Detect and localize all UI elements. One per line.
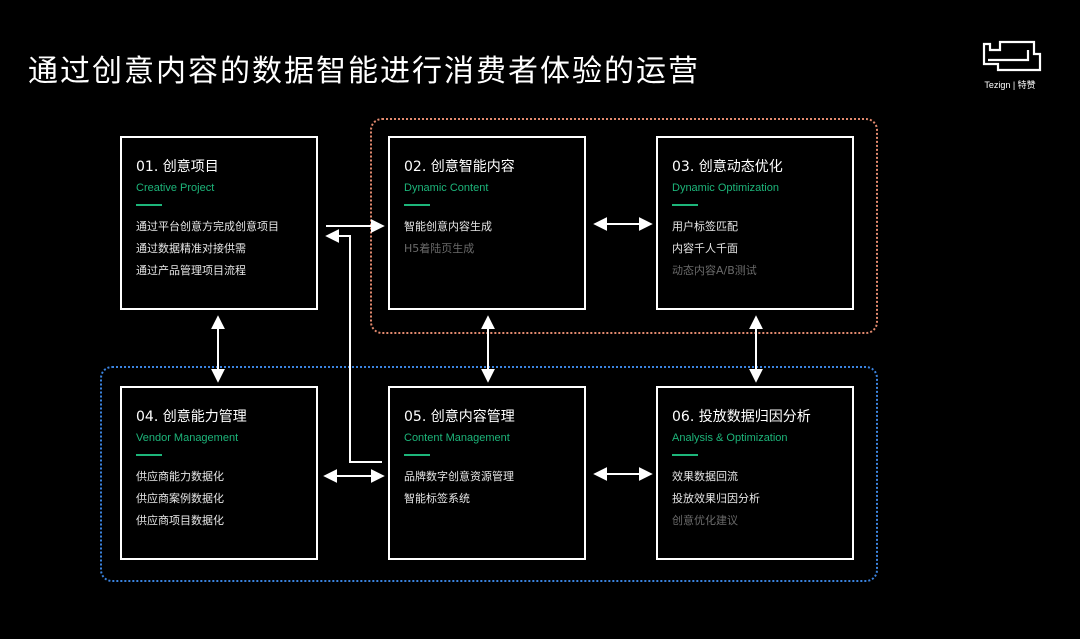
card-item: 效果数据回流: [672, 470, 738, 483]
card-subtitle: Creative Project: [136, 182, 215, 194]
card-divider: [136, 204, 162, 206]
card-dynamic-content: 02. 创意智能内容 Dynamic Content 智能创意内容生成 H5着陆页…: [388, 136, 586, 310]
card-item: 创意优化建议: [672, 514, 738, 527]
card-item: 动态内容A/B测试: [672, 264, 757, 277]
card-subtitle: Vendor Management: [136, 432, 239, 444]
card-item: 供应商能力数据化: [136, 470, 224, 483]
card-item: 通过平台创意方完成创意项目: [136, 220, 279, 233]
card-divider: [672, 204, 698, 206]
tezign-logo: Tezign | 特赞: [978, 40, 1042, 92]
card-title: 04. 创意能力管理: [136, 409, 247, 425]
card-item: 投放效果归因分析: [672, 492, 760, 505]
card-creative-project: 01. 创意项目 Creative Project 通过平台创意方完成创意项目通…: [120, 136, 318, 310]
card-subtitle: Content Management: [404, 432, 510, 444]
card-content-management: 05. 创意内容管理 Content Management 品牌数字创意资源管理…: [388, 386, 586, 560]
card-title: 03. 创意动态优化: [672, 159, 783, 175]
card-title: 05. 创意内容管理: [404, 409, 515, 425]
card-item-list: 品牌数字创意资源管理智能标签系统: [404, 466, 514, 510]
card-item: 通过数据精准对接供需: [136, 242, 246, 255]
card-divider: [672, 454, 698, 456]
card-item: 智能标签系统: [404, 492, 470, 505]
card-item-list: 供应商能力数据化供应商案例数据化供应商项目数据化: [136, 466, 224, 532]
card-subtitle: Analysis & Optimization: [672, 432, 788, 444]
logo-text: Tezign | 特赞: [984, 80, 1036, 90]
card-item: H5着陆页生成: [404, 242, 475, 255]
card-item-list: 通过平台创意方完成创意项目通过数据精准对接供需通过产品管理项目流程: [136, 216, 279, 282]
card-analysis-optimization: 06. 投放数据归因分析 Analysis & Optimization 效果数…: [656, 386, 854, 560]
card-divider: [136, 454, 162, 456]
card-item: 供应商项目数据化: [136, 514, 224, 527]
card-title: 06. 投放数据归因分析: [672, 409, 811, 425]
logo-mark-icon: [982, 40, 1042, 72]
card-item: 用户标签匹配: [672, 220, 738, 233]
card-item-list: 用户标签匹配内容千人千面动态内容A/B测试: [672, 216, 757, 282]
card-title: 02. 创意智能内容: [404, 159, 515, 175]
card-item: 智能创意内容生成: [404, 220, 492, 233]
card-divider: [404, 454, 430, 456]
card-item-list: 智能创意内容生成 H5着陆页生成: [404, 216, 492, 260]
arrow-05-to-01: [325, 229, 382, 463]
card-divider: [404, 204, 430, 206]
card-subtitle: Dynamic Optimization: [672, 182, 779, 194]
card-dynamic-optimization: 03. 创意动态优化 Dynamic Optimization 用户标签匹配内容…: [656, 136, 854, 310]
card-item: 品牌数字创意资源管理: [404, 470, 514, 483]
card-subtitle: Dynamic Content: [404, 182, 489, 194]
card-item: 内容千人千面: [672, 242, 738, 255]
page-title: 通过创意内容的数据智能进行消费者体验的运营: [28, 54, 700, 89]
card-item: 供应商案例数据化: [136, 492, 224, 505]
card-item: 通过产品管理项目流程: [136, 264, 246, 277]
card-item-list: 效果数据回流投放效果归因分析创意优化建议: [672, 466, 760, 532]
card-title: 01. 创意项目: [136, 159, 219, 175]
card-vendor-management: 04. 创意能力管理 Vendor Management 供应商能力数据化供应商…: [120, 386, 318, 560]
